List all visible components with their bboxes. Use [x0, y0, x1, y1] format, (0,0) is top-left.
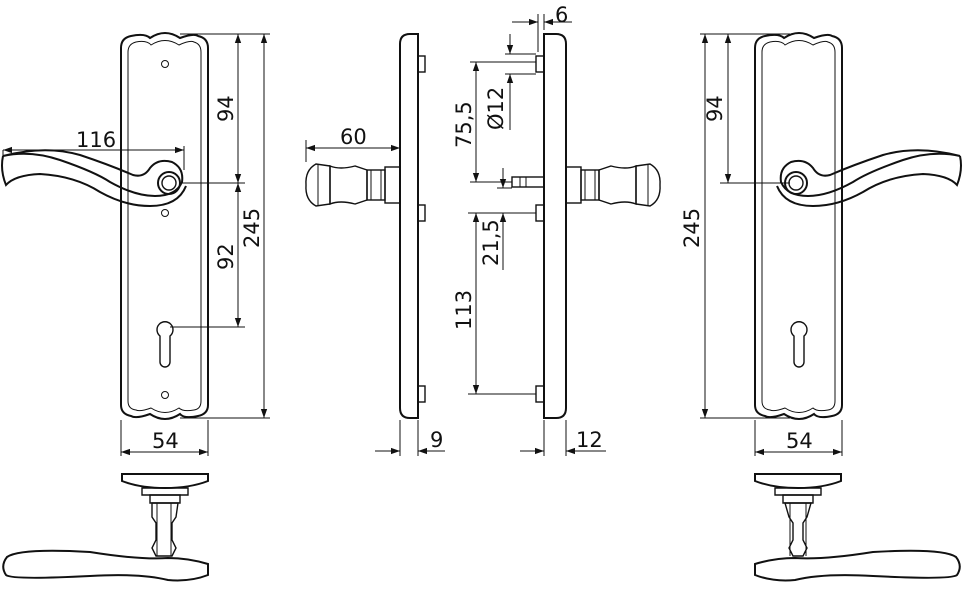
dim-plate-thickness-left: 9 — [430, 428, 443, 452]
front-left-dimensions: 116 94 92 245 54 — [2, 33, 270, 456]
dim-spindle-diameter: Ø12 — [484, 87, 508, 130]
front-view-left — [1, 32, 209, 420]
dim-screw-offset: 6 — [555, 3, 568, 27]
dim-spindle-to-top-right: 94 — [703, 95, 727, 122]
dim-screw-spacing: 113 — [452, 290, 476, 330]
dim-plate-height-right: 245 — [680, 208, 704, 248]
front-view-right — [754, 32, 962, 420]
side-left-dimensions: 60 9 — [305, 125, 445, 456]
side-view-left — [305, 33, 426, 419]
dim-spindle-to-keyhole: 92 — [214, 243, 238, 270]
dim-rose-projection: 60 — [340, 125, 367, 149]
dim-plate-thickness-right: 12 — [576, 428, 603, 452]
dim-lever-length: 116 — [76, 128, 116, 152]
dim-plate-width: 54 — [152, 429, 179, 453]
dim-plate-width-right: 54 — [786, 429, 813, 453]
front-right-dimensions: 94 245 54 — [680, 33, 843, 456]
dim-upper-screw-to-spindle: 75,5 — [452, 101, 476, 148]
side-view-right — [511, 33, 661, 419]
dim-spindle-to-screw: 21,5 — [479, 219, 503, 266]
side-right-dimensions: 6 Ø12 75,5 21,5 113 12 — [452, 3, 606, 456]
dim-plate-height: 245 — [240, 208, 264, 248]
top-view-left — [2, 473, 209, 582]
dim-spindle-to-top: 94 — [214, 95, 238, 122]
top-view-right — [754, 473, 961, 582]
